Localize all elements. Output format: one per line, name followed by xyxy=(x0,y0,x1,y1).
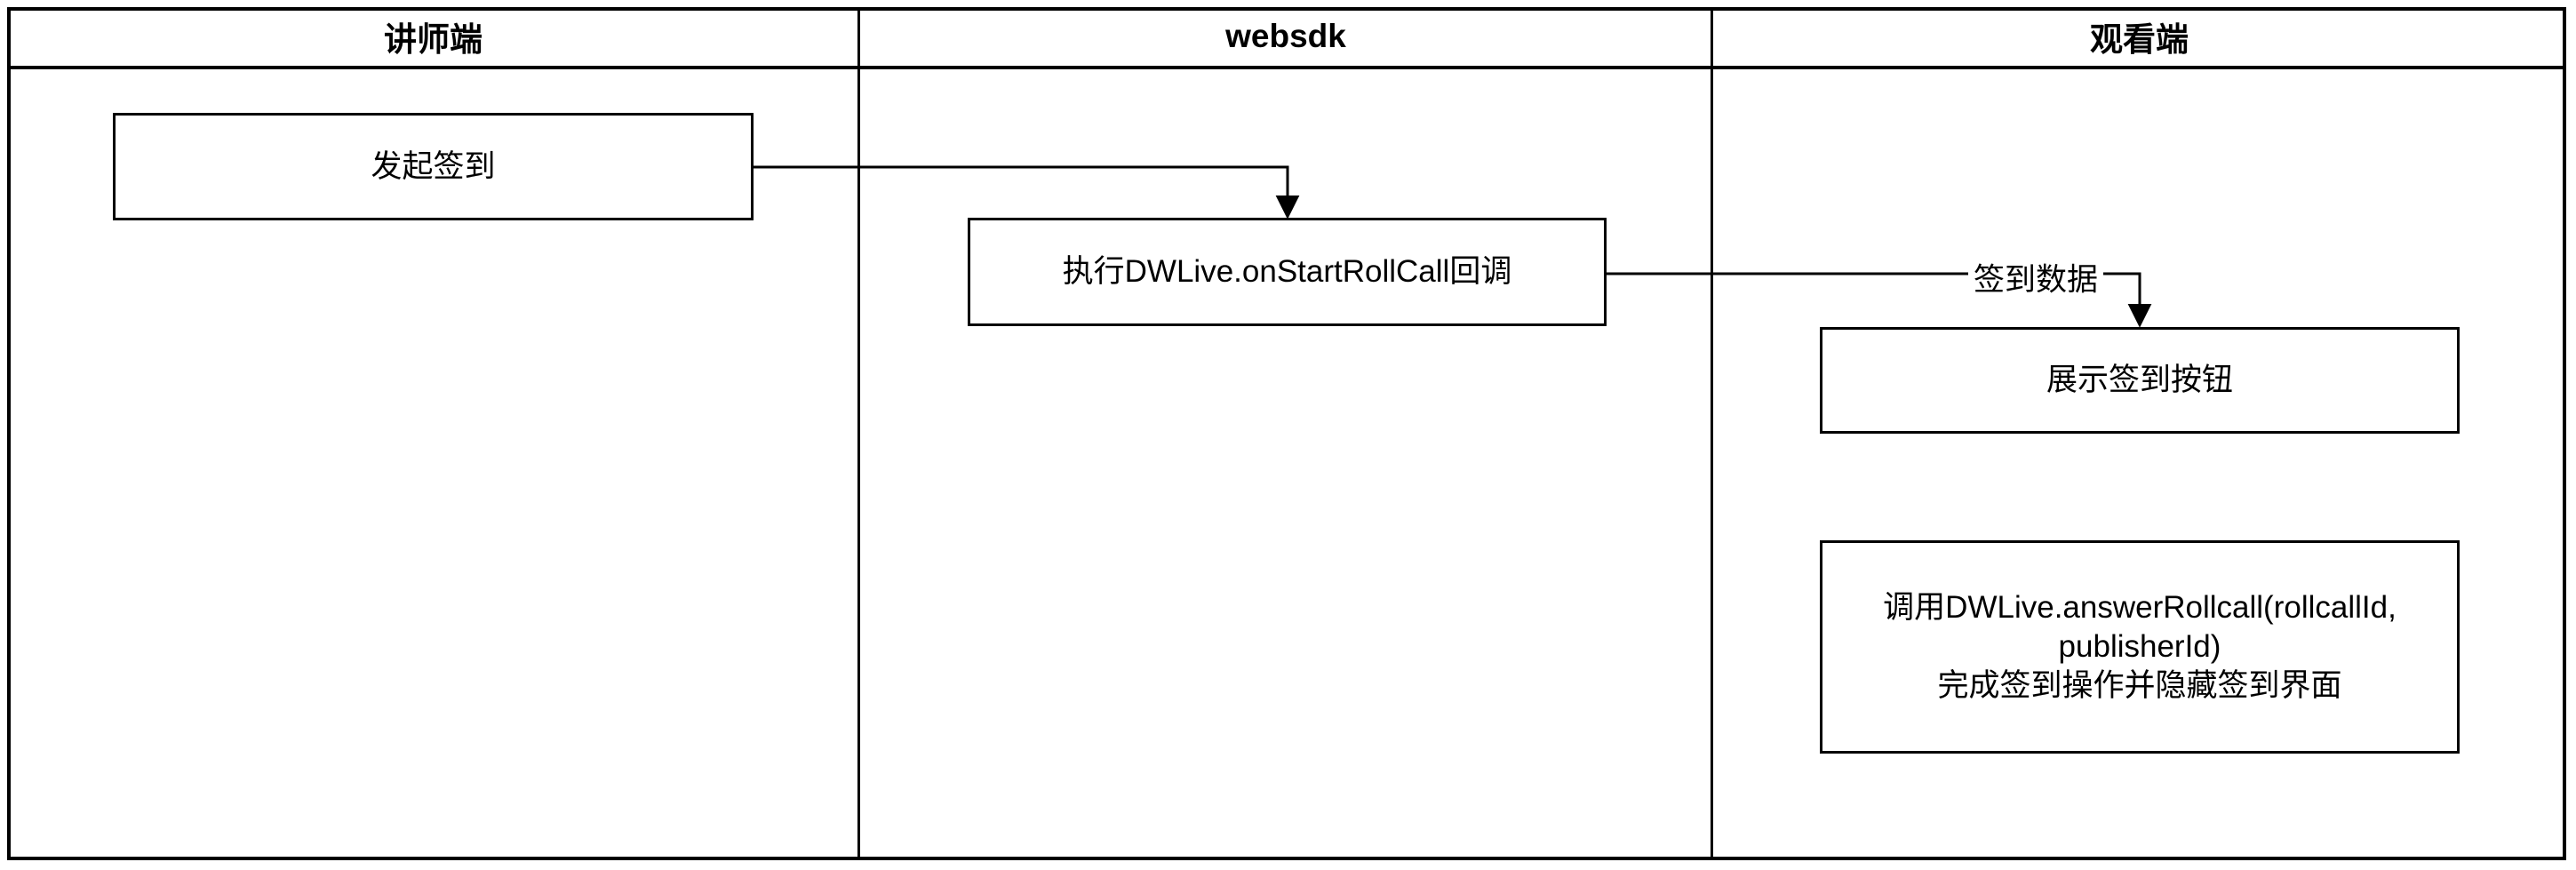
lane-divider-1 xyxy=(857,7,860,860)
edge-label-rollcall-data: 签到数据 xyxy=(1967,252,2104,302)
lane-title-viewer: 观看端 xyxy=(2090,21,2189,58)
node-show-rollcall-button: 展示签到按钮 xyxy=(1820,327,2460,434)
node-answer-rollcall-line2: publisherId) xyxy=(2058,629,2221,664)
node-onstartrollcall-callback: 执行DWLive.onStartRollCall回调 xyxy=(968,218,1607,326)
lane-title-instructor: 讲师端 xyxy=(384,21,483,58)
lane-header-separator xyxy=(7,66,2566,69)
node-answer-rollcall-line1: 调用DWLive.answerRollcall(rollcallId, xyxy=(1883,590,2397,625)
node-initiate-rollcall-label: 发起签到 xyxy=(371,148,496,184)
lane-title-websdk: websdk xyxy=(1225,18,1346,54)
node-onstartrollcall-callback-label: 执行DWLive.onStartRollCall回调 xyxy=(1062,254,1512,289)
node-answer-rollcall-line3: 完成签到操作并隐藏签到界面 xyxy=(1937,668,2342,703)
node-initiate-rollcall: 发起签到 xyxy=(113,113,754,220)
node-show-rollcall-button-label: 展示签到按钮 xyxy=(2046,363,2233,397)
lane-divider-2 xyxy=(1711,7,1713,860)
swimlane-frame xyxy=(7,7,2566,860)
node-answer-rollcall: 调用DWLive.answerRollcall(rollcallId, publ… xyxy=(1820,540,2460,754)
